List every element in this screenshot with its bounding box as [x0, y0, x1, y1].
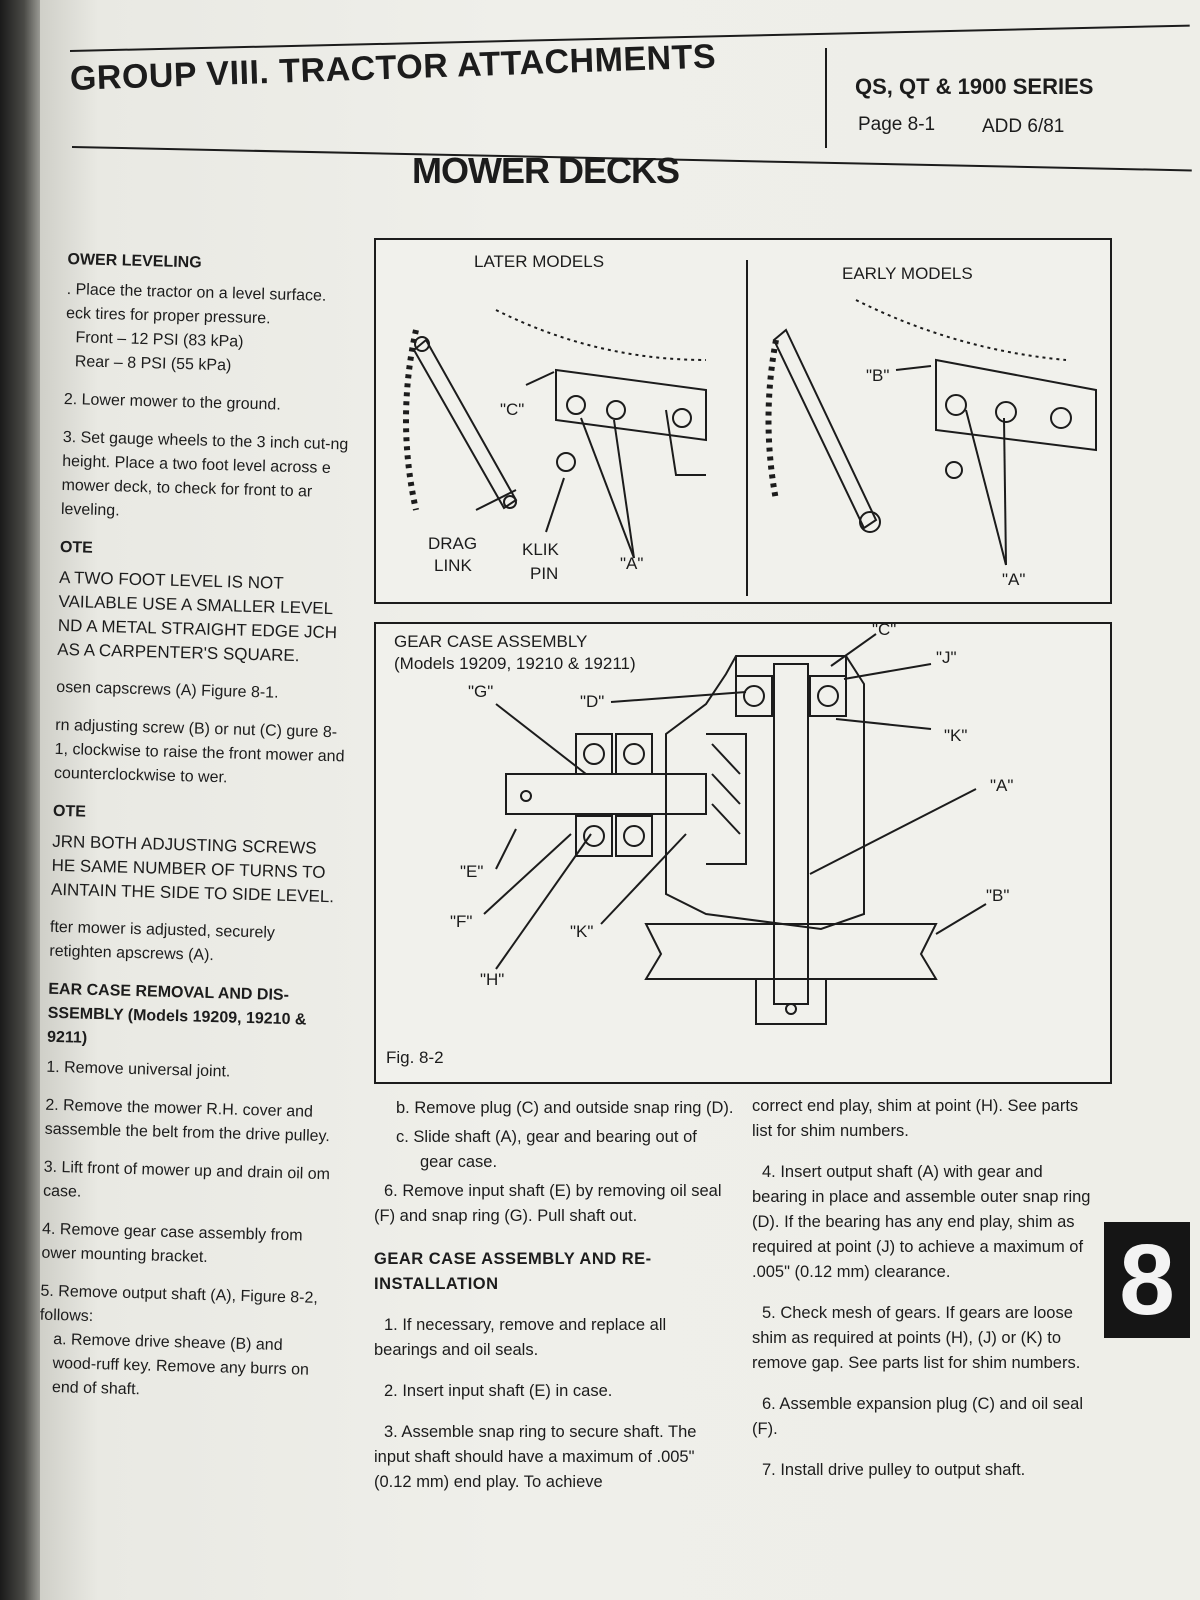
- callout-g: "G": [468, 682, 494, 701]
- right-column: correct end play, shim at point (H). See…: [752, 1094, 1092, 1499]
- callout-d: "D": [580, 692, 605, 711]
- callout-j: "J": [936, 648, 957, 667]
- section-heading-installation: GEAR CASE ASSEMBLY AND RE-INSTALLATION: [374, 1250, 652, 1293]
- callout-drag: DRAG: [428, 534, 478, 553]
- install-step-4: 4. Insert output shaft (A) with gear and…: [752, 1163, 1091, 1281]
- callout-klik: KLIK: [522, 540, 559, 559]
- callout-link: LINK: [434, 556, 472, 575]
- step-6: fter mower is adjusted, securely retight…: [49, 918, 276, 965]
- add-number: ADD 6/81: [982, 116, 1065, 137]
- removal-step-2: 2. Remove the mower R.H. cover and sasse…: [44, 1096, 331, 1146]
- callout-f: "F": [450, 912, 473, 931]
- step-4: osen capscrews (A) Figure 8-1.: [56, 678, 279, 702]
- figure-8-1-drawing: [403, 299, 1097, 566]
- removal-step-5a: a. Remove drive sheave (B) and wood-ruff…: [51, 1330, 310, 1399]
- callout-c: "C": [872, 620, 897, 639]
- callout-k-upper: "K": [944, 726, 968, 745]
- install-step-2: 2. Insert input shaft (E) in case.: [384, 1382, 613, 1400]
- left-column: OWER LEVELING . Place the tractor on a l…: [38, 240, 358, 1407]
- install-step-7: 7. Install drive pulley to output shaft.: [762, 1461, 1026, 1479]
- header-divider: [825, 48, 827, 148]
- removal-step-6: 6. Remove input shaft (E) by removing oi…: [374, 1182, 722, 1225]
- removal-step-4: 4. Remove gear case assembly from ower m…: [41, 1220, 303, 1267]
- callout-a: "A": [990, 776, 1014, 795]
- removal-step-3: 3. Lift front of mower up and drain oil …: [42, 1158, 331, 1201]
- callout-pin: PIN: [530, 564, 559, 583]
- install-step-3-continued: correct end play, shim at point (H). See…: [752, 1097, 1079, 1140]
- install-step-6: 6. Assemble expansion plug (C) and oil s…: [752, 1395, 1084, 1438]
- step-5b: b. Remove plug (C) and outside snap ring…: [396, 1099, 734, 1117]
- label-later-models: LATER MODELS: [474, 252, 605, 271]
- book-spine: [0, 0, 40, 1600]
- figure-8-2: GEAR CASE ASSEMBLY (Models 19209, 19210 …: [374, 620, 1112, 1084]
- step-5c: c. Slide shaft (A), gear and bearing out…: [396, 1128, 697, 1171]
- install-step-3: 3. Assemble snap ring to secure shaft. T…: [374, 1423, 697, 1491]
- callout-c-fig1: "C": [500, 400, 525, 419]
- section-heading-removal: EAR CASE REMOVAL AND DIS-SSEMBLY (Models…: [46, 980, 307, 1047]
- figure-title: GEAR CASE ASSEMBLY: [394, 632, 588, 651]
- middle-column: b. Remove plug (C) and outside snap ring…: [374, 1096, 734, 1511]
- callout-a-later: "A": [620, 554, 644, 573]
- callout-a-early: "A": [1002, 570, 1026, 589]
- note-1: A TWO FOOT LEVEL IS NOT VAILABLE USE A S…: [57, 567, 338, 666]
- callout-b-fig1: "B": [866, 366, 890, 385]
- note-label-2: OTE: [52, 802, 87, 821]
- note-2: JRN BOTH ADJUSTING SCREWS HE SAME NUMBER…: [50, 831, 335, 907]
- figure-8-2-drawing: [483, 633, 987, 1025]
- install-step-5: 5. Check mesh of gears. If gears are loo…: [752, 1304, 1081, 1372]
- callout-h: "H": [480, 970, 505, 989]
- series-label: QS, QT & 1900 SERIES: [855, 74, 1094, 99]
- callout-b: "B": [986, 886, 1010, 905]
- figure-8-1: LATER MODELS EARLY MODELS "C" "B" DRAG L…: [374, 238, 1112, 604]
- removal-step-1: 1. Remove universal joint.: [46, 1058, 231, 1081]
- step-3: 3. Set gauge wheels to the 3 inch cut-ng…: [60, 428, 349, 520]
- figure-panel-divider: [746, 260, 748, 596]
- figure-subtitle: (Models 19209, 19210 & 19211): [394, 654, 636, 673]
- removal-step-5: 5. Remove output shaft (A), Figure 8-2, …: [39, 1282, 319, 1326]
- label-early-models: EARLY MODELS: [842, 264, 973, 283]
- step-2: 2. Lower mower to the ground.: [63, 390, 281, 414]
- figure-caption: Fig. 8-2: [386, 1048, 444, 1067]
- note-label-1: OTE: [59, 538, 94, 557]
- section-heading-leveling: OWER LEVELING: [67, 250, 202, 272]
- install-step-1: 1. If necessary, remove and replace all …: [374, 1316, 667, 1359]
- page-title: MOWER DECKS: [412, 150, 680, 191]
- page-number: Page 8-1: [858, 114, 936, 135]
- step-5: rn adjusting screw (B) or nut (C) gure 8…: [53, 716, 345, 787]
- callout-e: "E": [460, 862, 484, 881]
- section-tab: 8: [1104, 1222, 1190, 1338]
- callout-k-lower: "K": [570, 922, 594, 941]
